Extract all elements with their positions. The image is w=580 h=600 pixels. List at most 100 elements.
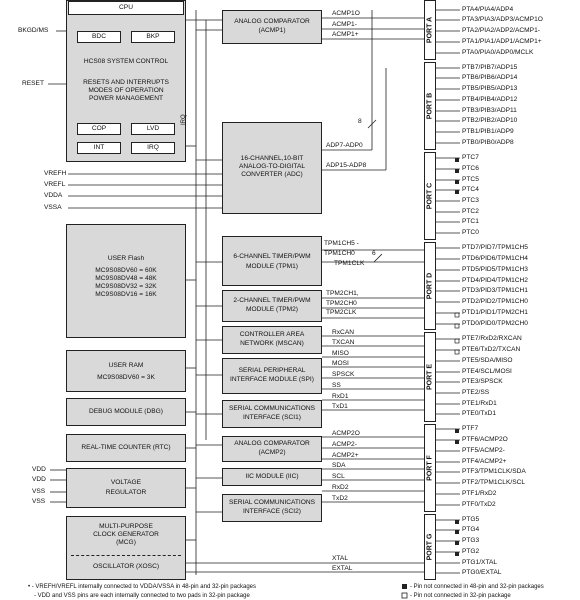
cop-box: COP: [77, 123, 121, 135]
pin-vss-2: VSS: [32, 498, 46, 505]
mcg-block: MULTI-PURPOSE CLOCK GENERATOR (MCG) OSCI…: [66, 516, 186, 580]
vreg-label-1: VOLTAGE: [110, 479, 142, 486]
port-g-label: PORT G: [426, 533, 434, 561]
spi-label-2: INTERFACE MODULE (SPI): [230, 376, 314, 383]
sig-tpm1ch0: TPM1CH0: [324, 250, 355, 257]
sig-txcan: TXCAN: [332, 339, 355, 346]
mscan-label-1: CONTROLLER AREA: [239, 331, 305, 338]
sig-tpm2clk: TPM2CLK: [326, 309, 357, 316]
pin-ptd3: PTD3/PID3/TPM1CH1: [462, 287, 528, 294]
pin-pte0: PTE0/TxD1: [462, 410, 497, 417]
sci1-label-1: SERIAL COMMUNICATIONS: [228, 405, 316, 412]
sci2-label-1: SERIAL COMMUNICATIONS: [228, 499, 316, 506]
tpm2-label-1: 2-CHANNEL TIMER/PWM: [233, 297, 311, 304]
pin-ptg3: PTG3: [462, 537, 480, 544]
pin-ptf0: PTF0/TxD2: [462, 501, 496, 508]
pin-vrefl: VREFL: [44, 181, 66, 188]
cpu-box: CPU: [68, 1, 184, 15]
acmp2-label-1: ANALOG COMPARATOR: [234, 440, 310, 447]
adc-label-3: CONVERTER (ADC): [241, 171, 303, 178]
port-d-label: PORT D: [426, 272, 434, 300]
sig-bus-width-8: 8: [358, 118, 362, 125]
pin-ptb0: PTB0/PIB0/ADP8: [462, 139, 514, 146]
pin-pte1: PTE1/RxD1: [462, 400, 497, 407]
pin-ptb3: PTB3/PIB3/ADP11: [462, 107, 517, 114]
sig-acmp1-minus: ACMP1-: [332, 21, 357, 28]
footnote-pin-nc-32: - Pin not connected in 32-pin package: [410, 593, 511, 599]
sig-sda: SDA: [332, 462, 346, 469]
irq-pin-label: IRQ: [181, 114, 187, 125]
sig-extal: EXTAL: [332, 565, 353, 572]
footnote-vref: • - VREFH/VREFL internally connected to …: [28, 584, 256, 590]
pin-ptc2: PTC2: [462, 208, 479, 215]
debug-module-block: DEBUG MODULE (DBG): [66, 398, 186, 426]
spi-label-1: SERIAL PERIPHERAL: [238, 367, 306, 374]
pin-reset: RESET: [22, 80, 44, 87]
pin-ptg0: PTG0/EXTAL: [462, 569, 502, 576]
acmp1-label-1: ANALOG COMPARATOR: [234, 18, 310, 25]
pin-ptb5: PTB5/PIB5/ADP13: [462, 85, 518, 92]
rtc-label: REAL-TIME COUNTER (RTC): [81, 444, 171, 451]
user-ram-block: USER RAM MC9S08DV60 = 3K: [66, 350, 186, 392]
rtc-block: REAL-TIME COUNTER (RTC): [66, 434, 186, 462]
pin-ptd5: PTD5/PID5/TPM1CH3: [462, 266, 528, 273]
resets-label-1: RESETS AND INTERRUPTS: [83, 79, 169, 86]
footnote-vdd-vss: - VDD and VSS pins are each internally c…: [34, 593, 250, 599]
irq-box: IRQ: [131, 142, 175, 154]
pin-ptb4: PTB4/PIB4/ADP12: [462, 96, 518, 103]
port-e-label: PORT E: [426, 363, 434, 391]
port-f-label: PORT F: [426, 455, 434, 481]
port-b: PORT B: [424, 62, 436, 150]
acmp1-module: ANALOG COMPARATOR (ACMP1): [222, 10, 322, 44]
port-f: PORT F: [424, 424, 436, 512]
resets-label-3: POWER MANAGEMENT: [89, 95, 163, 102]
pin-ptd6: PTD6/PID6/TPM1CH4: [462, 255, 528, 262]
mcg-label-3: (MCG): [116, 539, 136, 546]
port-a-label: PORT A: [426, 16, 434, 44]
pin-ptd7: PTD7/PID7/TPM1CH5: [462, 244, 528, 251]
pin-ptb7: PTB7/PIB7/ADP15: [462, 64, 518, 71]
adc-label-2: ANALOG-TO-DIGITAL: [238, 163, 306, 170]
pin-vssa: VSSA: [44, 204, 62, 211]
spi-module: SERIAL PERIPHERAL INTERFACE MODULE (SPI): [222, 358, 322, 394]
ram-size: MC9S08DV60 = 3K: [97, 374, 155, 381]
flash-size-dv48: MC9S08DV48 = 48K: [95, 275, 157, 282]
sig-acmp2o: ACMP2O: [332, 430, 360, 437]
flash-size-dv16: MC9S08DV16 = 16K: [95, 291, 157, 298]
sig-acmp1-plus: ACMP1+: [332, 31, 359, 38]
pin-pte6: PTE6/TxD2/TXCAN: [462, 346, 521, 353]
port-d: PORT D: [424, 242, 436, 330]
pin-vdda: VDDA: [44, 192, 63, 199]
mscan-label-2: NETWORK (MSCAN): [240, 340, 304, 347]
pin-ptg4: PTG4: [462, 526, 480, 533]
pin-pte5: PTE5/SDA/MISO: [462, 357, 513, 364]
pin-ptc4: PTC4: [462, 186, 479, 193]
pin-ptb6: PTB6/PIB6/ADP14: [462, 74, 518, 81]
pin-pta2: PTA2/PIA2/ADP2/ACMP1-: [462, 27, 540, 34]
sig-mosi: MOSI: [332, 360, 349, 367]
sig-rxcan: RxCAN: [332, 329, 354, 336]
pin-ptf2: PTF2/TPM1CLK/SCL: [462, 479, 526, 486]
sig-spsck: SPSCK: [332, 371, 355, 378]
port-c-label: PORT C: [426, 182, 434, 210]
sci1-module: SERIAL COMMUNICATIONS INTERFACE (SCI1): [222, 400, 322, 428]
pin-ptb1: PTB1/PIB1/ADP9: [462, 128, 514, 135]
pin-vss-1: VSS: [32, 488, 46, 495]
flash-size-dv32: MC9S08DV32 = 32K: [95, 283, 157, 290]
pin-ptf1: PTF1/RxD2: [462, 490, 497, 497]
pin-pte3: PTE3/SPSCK: [462, 378, 503, 385]
sig-adp7-adp0: ADP7-ADP0: [326, 142, 363, 149]
tpm2-module: 2-CHANNEL TIMER/PWM MODULE (TPM2): [222, 290, 322, 322]
sig-scl: SCL: [332, 473, 345, 480]
oscillator-label: OSCILLATOR (XOSC): [92, 563, 160, 570]
sig-bus-width-6: 6: [372, 250, 376, 257]
sig-tpm1clk: TPM1CLK: [334, 260, 365, 267]
pin-pte4: PTE4/SCL/MOSI: [462, 368, 512, 375]
ram-title: USER RAM: [108, 362, 144, 369]
iic-module: IIC MODULE (IIC): [222, 468, 322, 486]
sci1-label-2: INTERFACE (SCI1): [243, 414, 301, 421]
port-c: PORT C: [424, 152, 436, 240]
sig-rxd1: RxD1: [332, 393, 349, 400]
acmp2-label-2: (ACMP2): [258, 449, 286, 456]
sig-adp15-adp8: ADP15-ADP8: [326, 162, 367, 169]
